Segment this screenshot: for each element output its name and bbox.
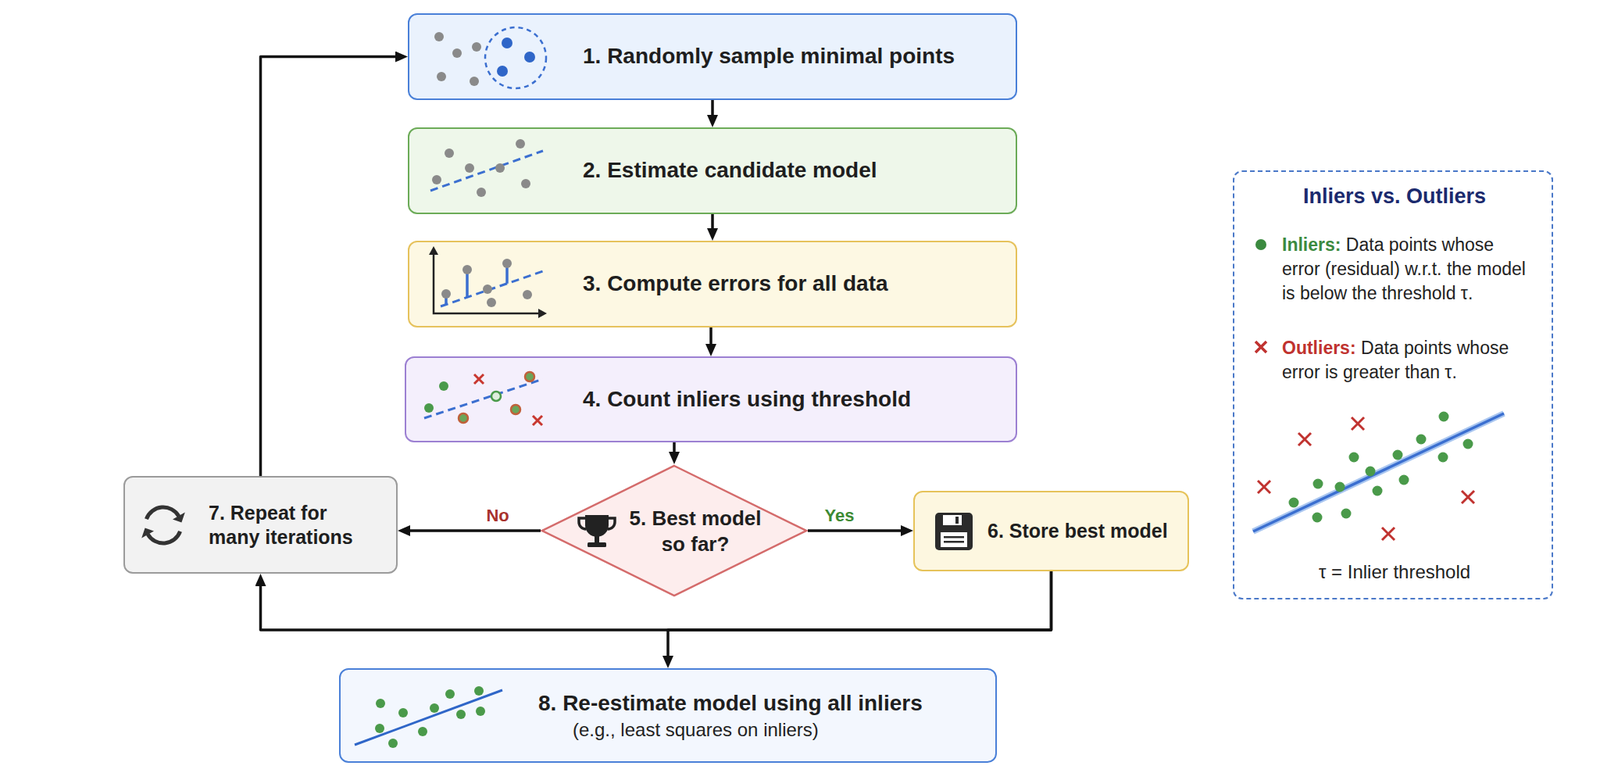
flow-arrow [807, 528, 906, 533]
legend-panel: Inliers vs. OutliersInliers:Data points … [1232, 170, 1554, 600]
legend-text-block: Outliers:Data points whose error is grea… [1282, 335, 1533, 385]
flow-arrow [709, 327, 713, 349]
process-box: 4. Count inliers using threshold [404, 356, 1018, 443]
step-label: 8. Re-estimate model using all inliers [538, 690, 923, 716]
edge-label: Yes [825, 505, 855, 526]
legend-text: τ = Inlier threshold [1318, 560, 1471, 583]
step-label: 2. Estimate candidate model [582, 157, 878, 184]
store-box: 6. Store best model [913, 490, 1190, 572]
step-label: 3. Compute errors for all data [582, 270, 889, 297]
legend-text-block: τ = Inlier threshold [1234, 559, 1555, 584]
flow-arrow [710, 214, 715, 233]
legend-text-block: Inliers vs. Outliers [1234, 184, 1555, 209]
decision-diamond: 5. Best model so far? [540, 464, 808, 597]
process-box: 2. Estimate candidate model [407, 127, 1018, 215]
process-box: 8. Re-estimate model using all inliers(e… [339, 667, 997, 763]
step-label: 7. Repeat for many iterations [208, 500, 365, 549]
legend-text: Outliers: [1282, 337, 1357, 358]
step-label: 4. Count inliers using threshold [582, 385, 911, 413]
flow-arrow [405, 528, 541, 533]
loop-box: 7. Repeat for many iterations [123, 475, 398, 574]
flow-arrow [672, 442, 676, 457]
flow-arrow [260, 57, 401, 477]
flow-arrow [667, 571, 1052, 661]
edge-label: No [485, 505, 509, 526]
diamond-outline [540, 464, 808, 597]
legend-title: Inliers vs. Outliers [1303, 184, 1486, 208]
flow-arrow [710, 100, 715, 120]
step-label: 1. Randomly sample minimal points [582, 42, 955, 70]
legend-text: Inliers: [1282, 234, 1341, 255]
step-label: 6. Store best model [987, 518, 1168, 543]
process-box: 1. Randomly sample minimal points [407, 13, 1018, 100]
step-note: (e.g., least squares on inliers) [572, 718, 819, 741]
decision-label: 5. Best model so far? [621, 505, 770, 557]
legend-text-block: Inliers:Data points whose error (residua… [1282, 232, 1533, 306]
process-box: 3. Compute errors for all data [407, 240, 1018, 328]
diamond-outline [542, 465, 807, 596]
